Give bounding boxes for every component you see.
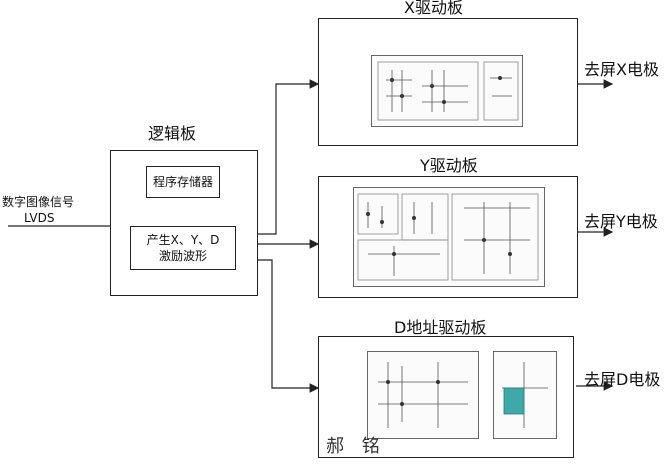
waveform-label-line2: 激励波形 <box>158 249 207 263</box>
x-driver-board <box>318 18 578 146</box>
d-circuit-schematic-output <box>493 351 557 439</box>
y-output-label: 去屏Y电极 <box>584 212 658 231</box>
x-circuit-drawing <box>377 61 519 121</box>
x-output-label: 去屏X电极 <box>584 60 659 79</box>
x-board-title: X驱动板 <box>404 0 463 17</box>
waveform-label-line1: 产生X、Y、D <box>146 232 220 247</box>
logic-board-title: 逻辑板 <box>148 124 197 143</box>
input-label: 数字图像信号 <box>2 195 75 209</box>
y-board-title: Y驱动板 <box>420 156 478 175</box>
d-circuit-drawing-main <box>378 362 468 428</box>
d-board-title: D地址驱动板 <box>394 318 487 337</box>
program-memory-label: 程序存储器 <box>152 174 213 189</box>
program-memory-block: 程序存储器 <box>146 166 220 198</box>
highlighted-component <box>503 387 525 415</box>
d-circuit-drawing-output <box>502 362 548 428</box>
y-circuit-schematic <box>353 187 545 287</box>
waveform-generator-block: 产生X、Y、D 激励波形 <box>130 226 236 270</box>
d-address-driver-board <box>318 336 574 458</box>
y-circuit-drawing <box>357 193 539 281</box>
y-driver-board <box>318 176 578 298</box>
x-circuit-schematic <box>371 55 523 127</box>
watermark-signature: 郝 铭 <box>326 436 386 457</box>
d-output-label: 去屏D电极 <box>584 370 661 389</box>
input-protocol-label: LVDS <box>24 211 55 225</box>
d-circuit-schematic-main <box>367 351 479 439</box>
